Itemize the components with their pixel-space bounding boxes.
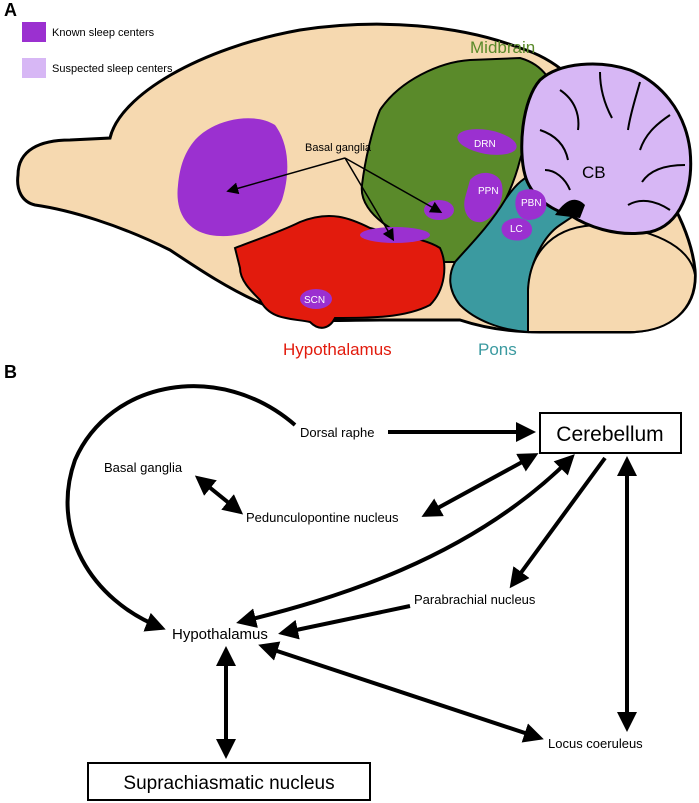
locus-coeruleus-node: Locus coeruleus <box>548 736 643 751</box>
panel-b-label: B <box>4 362 17 382</box>
cerebellum-node: Cerebellum <box>556 423 663 446</box>
arrow-cb-hypothalamus <box>236 454 575 628</box>
drn-blob <box>457 129 517 155</box>
suprachiasmatic-node-box <box>87 762 371 801</box>
cerebellum-node-box <box>539 412 682 454</box>
basal-ganglia-label: Basal ganglia <box>305 142 372 154</box>
pedunculopontine-node: Pedunculopontine nucleus <box>246 510 399 525</box>
scn-label: SCN <box>304 295 325 306</box>
hypothalamus-node: Hypothalamus <box>172 626 268 643</box>
ppn-blob <box>464 172 503 223</box>
parabrachial-node: Parabrachial nucleus <box>414 592 536 607</box>
legend-known-swatch <box>22 22 46 42</box>
cerebellum-region <box>520 62 693 235</box>
arrow-cb-parabrachial <box>509 456 607 589</box>
hypothalamus-region <box>233 215 446 329</box>
cerebellum-folia <box>539 71 686 211</box>
basal-ganglia-node: Basal ganglia <box>104 460 183 475</box>
midbrain-label: Midbrain <box>470 38 535 57</box>
panel-a-label: A <box>4 0 17 20</box>
drn-label: DRN <box>474 139 496 150</box>
arrow-parabrachial-hypothalamus <box>278 604 411 640</box>
arrow-bg-ppn <box>194 475 244 515</box>
arrow-hypothalamus-lc <box>258 641 544 743</box>
scn-blob <box>300 289 332 309</box>
medulla-region <box>527 223 697 333</box>
lc-blob <box>501 218 533 241</box>
lc-label: LC <box>510 224 523 235</box>
arrow-raphe-hypothalamus <box>65 384 297 632</box>
arrow-cb-ppn <box>421 453 539 517</box>
hypothalamus-label: Hypothalamus <box>283 340 392 359</box>
cerebellum-label: CB <box>582 163 606 182</box>
basal-ganglia-blob <box>177 118 288 237</box>
legend-known-label: Known sleep centers <box>52 27 155 39</box>
midbrain-bg-blob <box>424 200 454 220</box>
cerebellum-peduncle <box>555 199 585 218</box>
pbn-blob <box>515 189 547 220</box>
gpe-blob <box>360 227 430 243</box>
legend-suspected-swatch <box>22 58 46 78</box>
panel-b-arrows <box>65 384 637 759</box>
dorsal-raphe-node: Dorsal raphe <box>300 425 374 440</box>
pons-label: Pons <box>478 340 517 359</box>
ppn-label: PPN <box>478 186 499 197</box>
suprachiasmatic-node: Suprachiasmatic nucleus <box>123 773 334 794</box>
legend-suspected-label: Suspected sleep centers <box>52 63 173 75</box>
pbn-label: PBN <box>521 198 542 209</box>
basal-ganglia-pointers <box>226 157 443 242</box>
